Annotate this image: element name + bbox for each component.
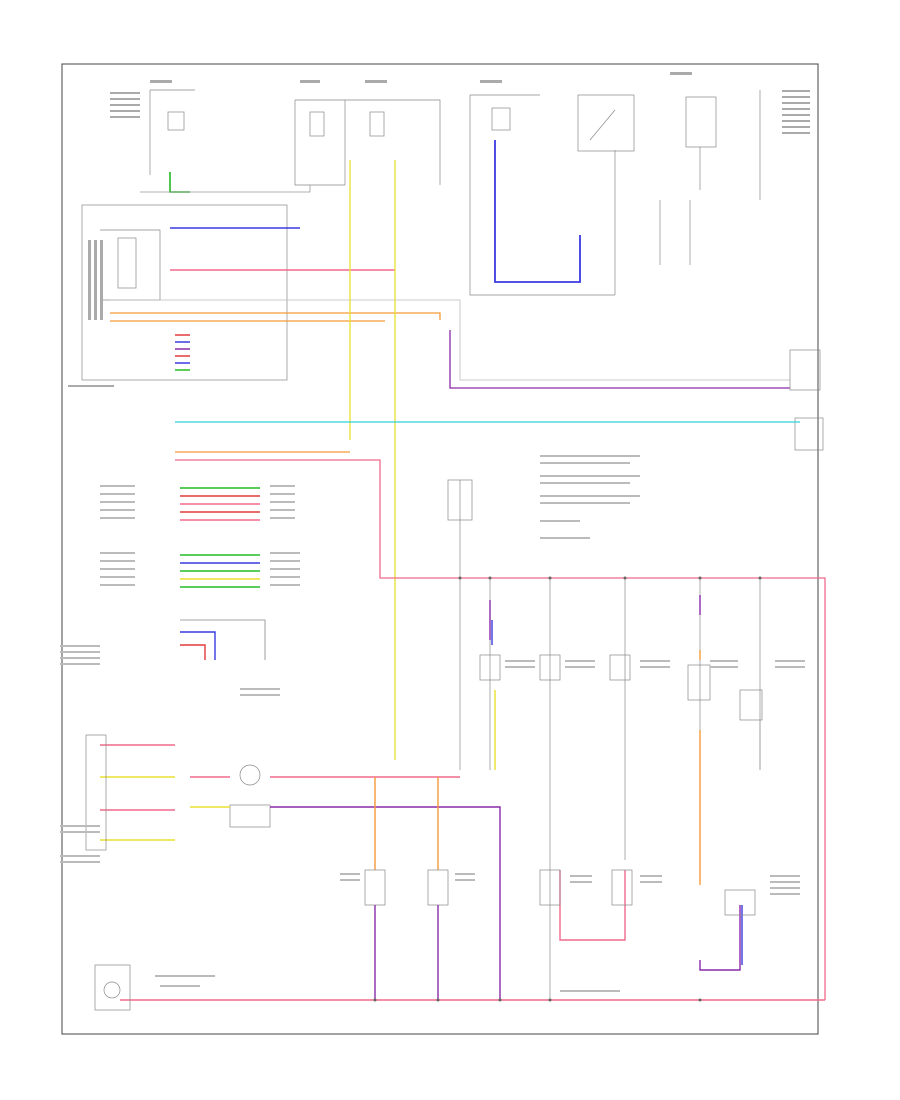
- lower-label-marks: [60, 645, 805, 992]
- wire-green: [169, 172, 190, 193]
- steering-switch-box: [85, 734, 107, 851]
- connector-right: [789, 349, 821, 391]
- wire-blue-2: [494, 140, 581, 283]
- switch-components: [447, 479, 763, 721]
- control-module-box: [81, 204, 288, 381]
- switch-lower-1: [364, 869, 386, 906]
- terminal-marks-bcm: [175, 334, 190, 371]
- switch-output-labels: [100, 485, 300, 586]
- relay-bottom-left: [94, 964, 131, 1011]
- spiral-cable-box: [229, 804, 271, 828]
- control-module-labels: [68, 240, 114, 387]
- switch-output-stubs: [180, 487, 260, 588]
- switch-lower-3: [539, 869, 561, 906]
- switch-lower-4: [611, 869, 633, 906]
- header-label-marks: [110, 72, 810, 134]
- diagram-frame: [61, 63, 819, 1035]
- drop-wires-gray: [459, 480, 761, 770]
- wire-pink-2: [175, 459, 826, 1000]
- wire-gray-1: [110, 299, 790, 381]
- junction-dots: [373, 576, 762, 1002]
- fuse-block-group: [149, 89, 761, 296]
- wire-red-door: [180, 644, 206, 660]
- legend-notes: [540, 455, 640, 539]
- relay-coil: [103, 981, 121, 999]
- switch-lower-5: [724, 889, 756, 916]
- spiral-cable: [239, 764, 261, 786]
- switch-lower-2: [427, 869, 449, 906]
- wire-door-switch: [180, 619, 266, 660]
- wire-gray-top: [140, 185, 311, 193]
- wire-purple-4: [270, 806, 501, 1000]
- wire-blue-door: [180, 631, 216, 660]
- wire-orange-1: [110, 312, 441, 320]
- switch-right: [794, 417, 824, 451]
- wire-purple-1: [449, 330, 790, 389]
- wire-purple-7: [699, 905, 741, 971]
